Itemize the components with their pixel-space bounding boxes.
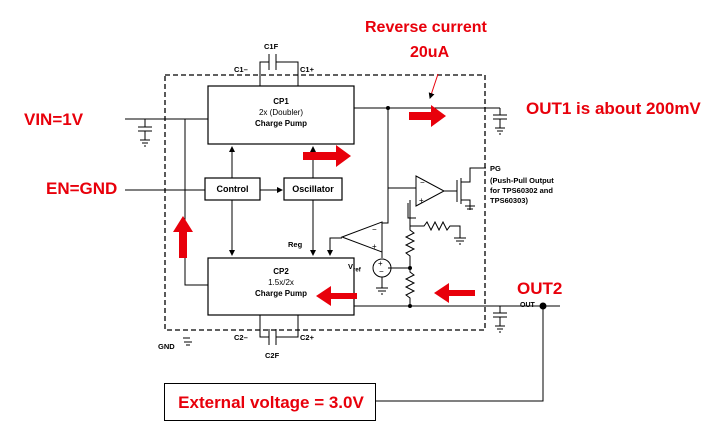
cp1-line2: 2x (Doubler) [258, 108, 303, 117]
vref-source: + − [372, 248, 392, 295]
svg-text:+: + [372, 242, 377, 251]
cp2-line3: Charge Pump [254, 289, 307, 298]
c2f-capacitor [259, 315, 299, 345]
red-arrows [173, 105, 475, 306]
reg-label: Reg [288, 240, 303, 249]
vin-annotation: VIN=1V [24, 110, 84, 129]
cp2-block [207, 257, 355, 316]
cp2-label: CP2 1.5x/2x Charge Pump [208, 266, 354, 299]
cp2-line2: 1.5x/2x [268, 278, 294, 287]
reverse-current-arrow-left-out2 [434, 283, 475, 303]
c1f-label: C1F [264, 42, 279, 51]
out1-annotation: OUT1 is about 200mV [526, 99, 701, 118]
cp2-line1: CP2 [273, 267, 289, 276]
reverse-current-arrow-left-cp2 [316, 286, 357, 306]
pg-desc-line1: (Push-Pull Output [490, 176, 554, 185]
gnd-label: GND [158, 342, 175, 351]
out2-annotation: OUT2 [517, 279, 563, 298]
cp1-label: CP1 2x (Doubler) Charge Pump [208, 96, 354, 129]
cp1-line1: CP1 [273, 97, 289, 106]
gnd-symbol [183, 337, 192, 346]
control-label: Control [216, 184, 249, 194]
external-voltage-label: External voltage = 3.0V [178, 393, 364, 412]
pg-comparator: − + [415, 175, 457, 207]
c2-plus-label: C2+ [300, 333, 314, 342]
vref-label: Vref [348, 263, 361, 274]
svg-text:+: + [378, 259, 383, 268]
out-pin-label: OUT [520, 302, 535, 309]
pg-label: PG [490, 164, 501, 173]
pg-description: (Push-Pull Output for TPS60302 and TPS60… [490, 176, 554, 206]
external-voltage-box: External voltage = 3.0V [164, 383, 376, 421]
c1-plus-label: C1+ [300, 65, 314, 74]
out2-wire [354, 302, 560, 402]
svg-text:−: − [420, 178, 425, 187]
reverse-current-arrow-right-cp1 [303, 145, 351, 167]
cp1-block [207, 85, 355, 145]
svg-text:+: + [419, 196, 424, 205]
c1-minus-label: C1– [234, 65, 248, 74]
oscillator-label: Oscillator [292, 184, 334, 194]
reverse-current-arrow-up [173, 216, 193, 258]
c2f-label: C2F [265, 351, 280, 360]
cp1-line3: Charge Pump [254, 119, 307, 128]
regulator-amplifier: − + [340, 221, 383, 253]
reverse-current-arrow-right-top [409, 105, 446, 127]
pg-transistor [407, 167, 486, 219]
en-annotation: EN=GND [46, 179, 118, 198]
svg-text:−: − [379, 267, 384, 276]
vref-sub: ref [353, 267, 361, 274]
feedback-divider [388, 200, 466, 306]
reverse-current-pointer [428, 73, 439, 99]
c2-minus-label: C2– [234, 333, 248, 342]
out1-wire [354, 106, 507, 135]
reverse-current-value: 20uA [410, 44, 450, 61]
c1f-capacitor [259, 54, 299, 86]
ic-boundary [164, 74, 486, 331]
svg-text:−: − [372, 225, 377, 234]
pg-desc-line3: TPS60303) [490, 196, 528, 205]
reverse-current-title: Reverse current [365, 19, 487, 36]
pg-desc-line2: for TPS60302 and [490, 186, 553, 195]
vin-wire [125, 118, 208, 286]
vref-v: V [348, 262, 354, 271]
